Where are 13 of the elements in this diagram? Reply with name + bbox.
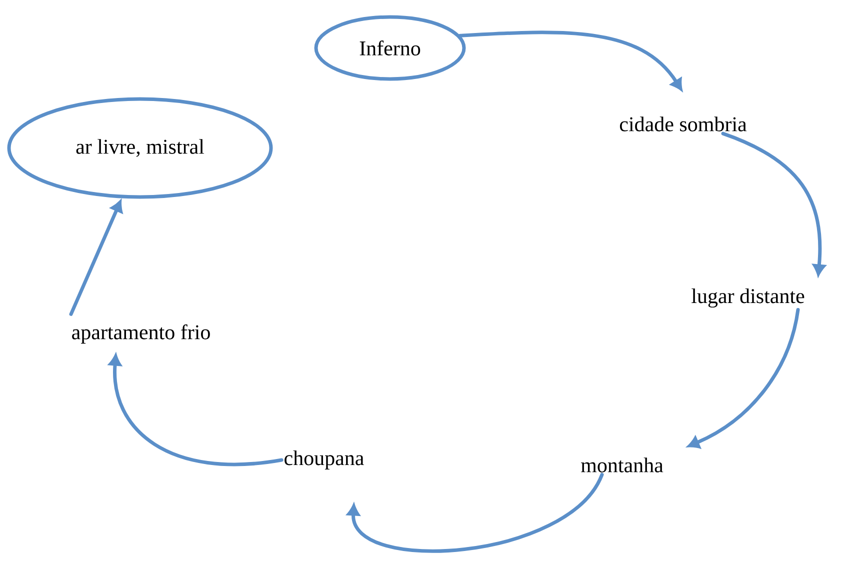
- curved-arrow: [688, 308, 800, 448]
- curved-arrow: [458, 30, 682, 90]
- circled-label: ar livre, mistral: [7, 97, 273, 199]
- place-label: cidade sombria: [620, 116, 747, 132]
- place-label: apartamento frio: [72, 324, 210, 344]
- curved-arrow: [721, 132, 826, 276]
- curved-arrow: [347, 472, 604, 553]
- curved-arrow: [108, 354, 284, 466]
- place-label: choupana: [284, 450, 364, 470]
- circled-label: Inferno: [314, 15, 466, 81]
- place-label: montanha: [581, 458, 664, 472]
- curved-arrow: [69, 200, 123, 316]
- place-label: lugar distante: [692, 288, 804, 308]
